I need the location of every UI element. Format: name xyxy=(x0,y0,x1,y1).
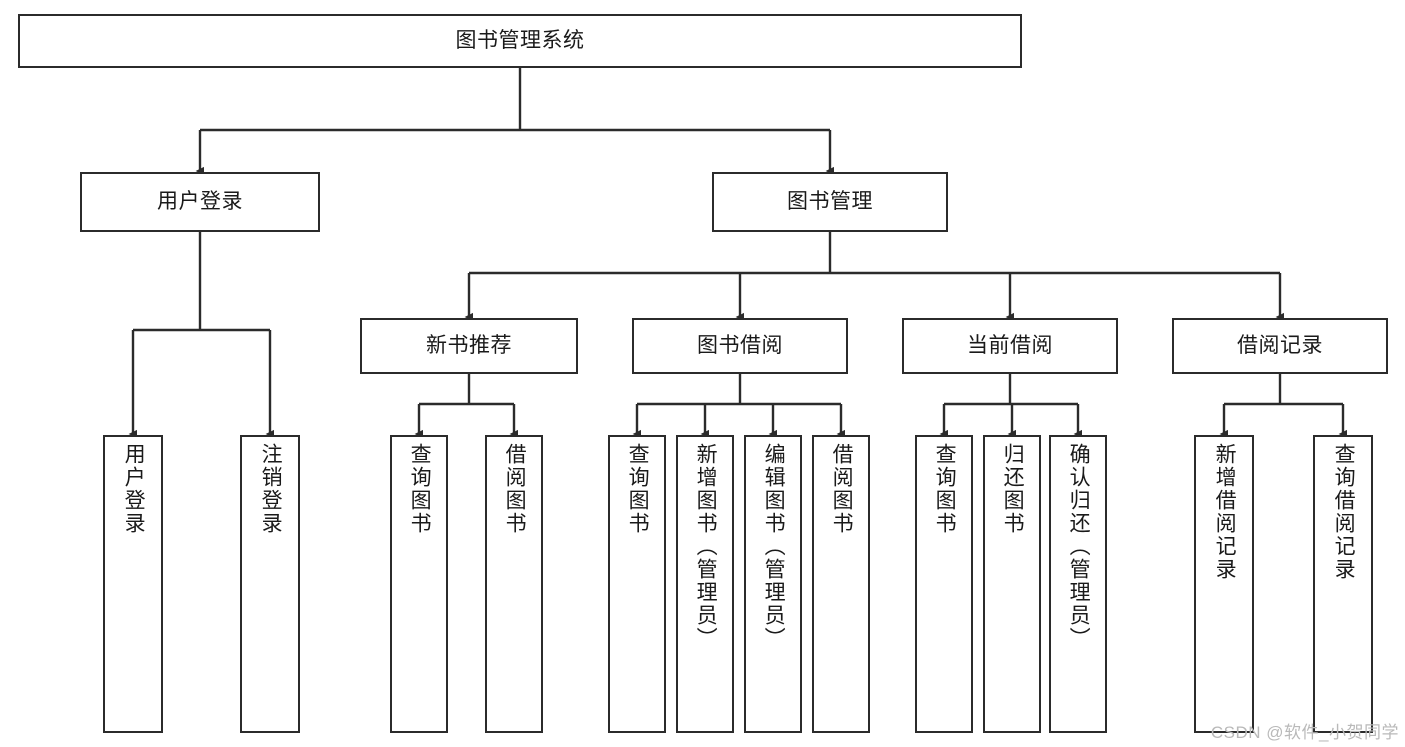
node-leaf-borrow-book-recommend[interactable]: 借阅图书 xyxy=(485,435,543,733)
node-leaf-borrow-book[interactable]: 借阅图书 xyxy=(812,435,870,733)
node-leaf-query-book-borrow[interactable]: 查询图书 xyxy=(608,435,666,733)
node-leaf-logout[interactable]: 注销登录 xyxy=(240,435,300,733)
node-current-borrow[interactable]: 当前借阅 xyxy=(902,318,1118,374)
node-leaf-confirm-return[interactable]: 确认归还（管理员） xyxy=(1049,435,1107,733)
node-borrow-record[interactable]: 借阅记录 xyxy=(1172,318,1388,374)
node-leaf-query-record[interactable]: 查询借阅记录 xyxy=(1313,435,1373,733)
node-user-login[interactable]: 用户登录 xyxy=(80,172,320,232)
node-leaf-query-book-current[interactable]: 查询图书 xyxy=(915,435,973,733)
node-leaf-add-record[interactable]: 新增借阅记录 xyxy=(1194,435,1254,733)
node-leaf-query-book-recommend[interactable]: 查询图书 xyxy=(390,435,448,733)
node-leaf-add-book[interactable]: 新增图书（管理员） xyxy=(676,435,734,733)
node-book-manage[interactable]: 图书管理 xyxy=(712,172,948,232)
node-leaf-return-book[interactable]: 归还图书 xyxy=(983,435,1041,733)
node-root[interactable]: 图书管理系统 xyxy=(18,14,1022,68)
node-leaf-user-login[interactable]: 用户登录 xyxy=(103,435,163,733)
csdn-watermark: CSDN @软件_小贺同学 xyxy=(1210,723,1399,742)
node-book-borrow[interactable]: 图书借阅 xyxy=(632,318,848,374)
node-leaf-edit-book[interactable]: 编辑图书（管理员） xyxy=(744,435,802,733)
node-new-book-recommend[interactable]: 新书推荐 xyxy=(360,318,578,374)
